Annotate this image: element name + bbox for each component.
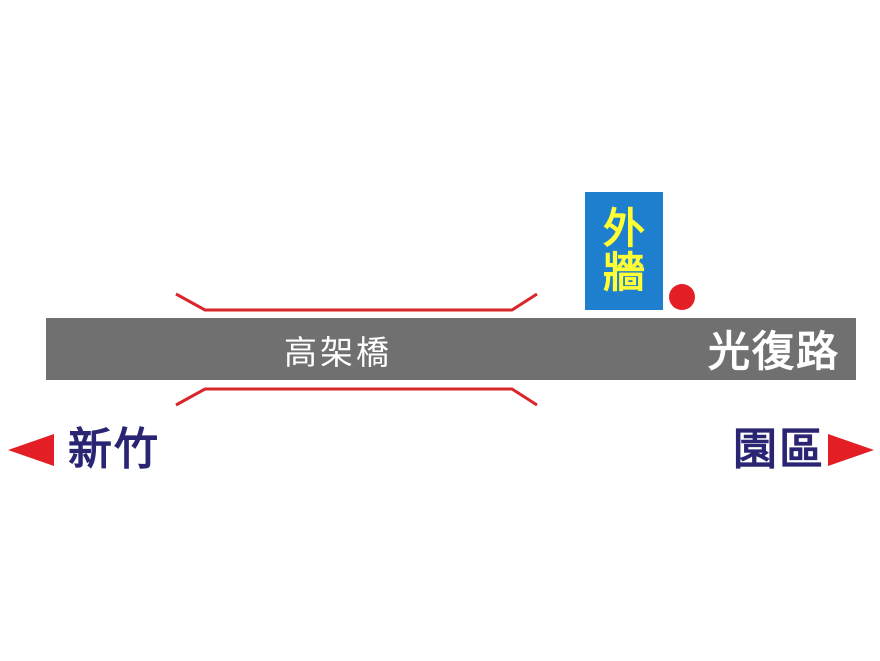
road-name-label: 光復路 [707, 327, 840, 376]
overpass-top-line [175, 292, 538, 312]
direction-left-label: 新竹 [68, 424, 160, 475]
sign-char-1: 外 [602, 203, 645, 253]
overpass-bottom-line [175, 387, 538, 407]
location-marker [669, 284, 695, 310]
arrow-left-icon [8, 434, 54, 466]
overpass-label: 高架橋 [284, 333, 392, 372]
location-sign: 外 牆 [585, 192, 663, 310]
road-guangfu [46, 318, 856, 380]
sign-char-2: 牆 [602, 248, 645, 297]
arrow-right-icon [828, 434, 874, 466]
direction-right-label: 園區 [733, 424, 825, 475]
